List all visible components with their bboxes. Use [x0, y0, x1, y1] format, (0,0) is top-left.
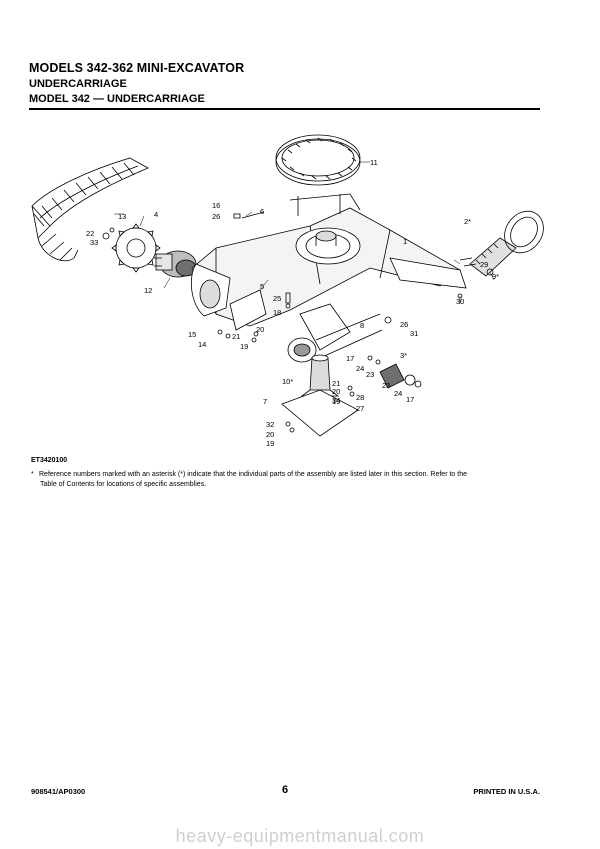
svg-text:16: 16 — [212, 201, 220, 210]
printed-note: PRINTED IN U.S.A. — [473, 787, 540, 796]
svg-text:31: 31 — [410, 329, 418, 338]
svg-text:33: 33 — [90, 238, 98, 247]
svg-text:22: 22 — [86, 229, 94, 238]
hardware — [102, 211, 494, 433]
note-line-2: Table of Contents for locations of speci… — [40, 481, 207, 488]
svg-text:32: 32 — [266, 420, 274, 429]
svg-text:14: 14 — [198, 340, 206, 349]
svg-text:20: 20 — [332, 387, 340, 396]
svg-text:10*: 10* — [282, 377, 293, 386]
doc-number: 908541/AP0300 — [31, 787, 86, 796]
page-title: MODELS 342-362 MINI-EXCAVATOR — [29, 61, 245, 75]
svg-text:17: 17 — [406, 395, 414, 404]
svg-text:7: 7 — [263, 397, 267, 406]
svg-text:9*: 9* — [492, 272, 499, 281]
page-number: 6 — [282, 784, 289, 796]
swivel-joint — [300, 354, 340, 397]
header-rule — [29, 108, 540, 110]
svg-text:12: 12 — [144, 286, 152, 295]
svg-text:29: 29 — [480, 260, 488, 269]
svg-text:18: 18 — [273, 308, 281, 317]
svg-text:28: 28 — [356, 393, 364, 402]
svg-text:23: 23 — [366, 370, 374, 379]
svg-text:13: 13 — [118, 212, 126, 221]
svg-text:3*: 3* — [400, 351, 407, 360]
svg-text:5: 5 — [260, 282, 264, 291]
svg-text:24: 24 — [356, 364, 364, 373]
svg-text:15: 15 — [188, 330, 196, 339]
subsection-title: MODEL 342 — UNDERCARRIAGE — [29, 93, 205, 105]
svg-text:27: 27 — [356, 404, 364, 413]
drive-sprocket — [111, 223, 161, 273]
svg-text:19: 19 — [240, 342, 248, 351]
svg-text:1: 1 — [403, 237, 407, 246]
svg-text:21: 21 — [232, 332, 240, 341]
svg-text:24: 24 — [394, 389, 402, 398]
watermark-text: heavy-equipmentmanual.com — [175, 826, 425, 846]
svg-text:21: 21 — [332, 379, 340, 388]
svg-text:23: 23 — [382, 381, 390, 390]
svg-text:30: 30 — [456, 297, 464, 306]
svg-text:19: 19 — [266, 439, 274, 448]
note-line-1: Reference numbers marked with an asteris… — [39, 471, 467, 478]
svg-text:17: 17 — [346, 354, 354, 363]
svg-text:25: 25 — [273, 294, 281, 303]
section-title: UNDERCARRIAGE — [29, 78, 127, 90]
slewing-ring — [275, 134, 361, 186]
undercarriage-exploded-diagram: 11 13 4 22 33 16 26 6 1 2* 29 9* 30 12 5… — [31, 134, 544, 448]
track-adjuster — [459, 210, 544, 277]
bottom-cover — [281, 389, 359, 437]
svg-text:8: 8 — [360, 321, 364, 330]
svg-text:11: 11 — [370, 158, 378, 167]
figure-id: ET3420100 — [31, 457, 68, 464]
callout-labels: 11 13 4 22 33 16 26 6 1 2* 29 9* 30 12 5… — [86, 158, 499, 448]
svg-text:26: 26 — [212, 212, 220, 221]
svg-text:20: 20 — [266, 430, 274, 439]
svg-text:2*: 2* — [464, 217, 471, 226]
svg-text:34: 34 — [332, 396, 340, 405]
svg-text:6: 6 — [260, 207, 264, 216]
cover-plate — [229, 289, 267, 331]
svg-text:4: 4 — [154, 210, 158, 219]
svg-text:26: 26 — [400, 320, 408, 329]
asterisk-mark: * — [31, 471, 34, 478]
svg-text:19: 19 — [332, 397, 340, 406]
track-assembly — [31, 157, 149, 262]
svg-text:20: 20 — [256, 325, 264, 334]
carrier-roller — [379, 363, 422, 389]
reference-note: * Reference numbers marked with an asteri… — [31, 470, 536, 490]
travel-motor — [154, 250, 197, 278]
